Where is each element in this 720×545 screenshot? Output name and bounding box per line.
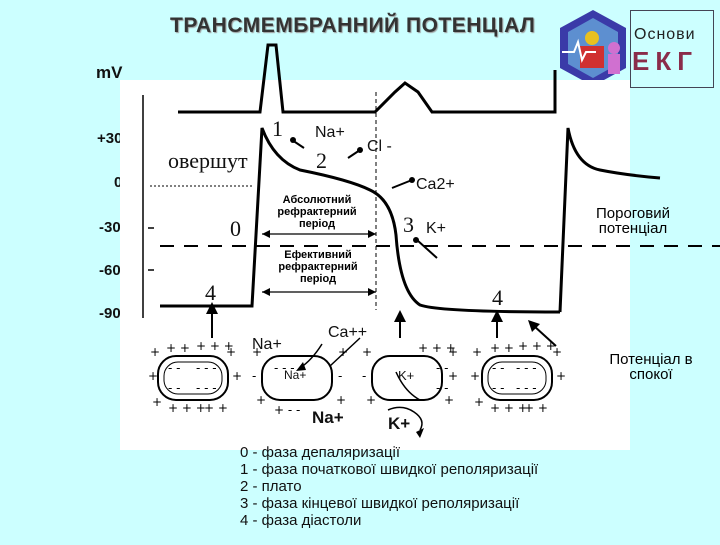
svg-text:+: +: [362, 345, 372, 359]
ion-k-bottom-label: K+: [388, 414, 411, 433]
svg-text:+: +: [336, 393, 346, 407]
svg-text:+ +: + +: [490, 341, 514, 355]
svg-text:-: -: [362, 369, 366, 383]
ion-k-inside-label: K+: [398, 368, 415, 383]
phase-4-label: 4: [205, 280, 216, 305]
svg-text:+: +: [256, 393, 266, 407]
svg-text:+ + +: + + +: [418, 341, 456, 355]
phase-2-label: 2: [316, 148, 327, 173]
resting-potential-label: Потенціал в спокої: [609, 351, 693, 383]
ion-ca-label: Ca2+: [416, 176, 455, 193]
svg-text:+ + +: + + +: [168, 401, 206, 415]
svg-text:+: +: [552, 345, 562, 359]
cell-depolarization: [261, 337, 361, 401]
legend-item: 1 - фаза початкової швидкої реполяризаці…: [240, 461, 539, 478]
svg-text:+: +: [444, 393, 454, 407]
y-tick-label: 0: [114, 174, 123, 191]
legend-item: 0 - фаза депаляризації: [240, 444, 401, 461]
svg-text:+: +: [448, 369, 458, 383]
overshoot-label: овершут: [168, 148, 248, 173]
logo-text-bottom: ЕКГ: [632, 46, 698, 76]
threshold-potential-label: Пороговий потенціал: [595, 205, 671, 237]
svg-text:- -: - -: [168, 361, 180, 375]
diagram-panel: [120, 80, 630, 450]
svg-text:- -: - -: [492, 361, 504, 375]
phase-4-label: 4: [492, 285, 503, 310]
svg-text:+: +: [148, 369, 158, 383]
svg-text:-: -: [252, 369, 256, 383]
ion-ca-cell-label: Ca++: [328, 324, 368, 341]
y-tick-label: +30: [97, 130, 123, 147]
ion-cl-label: Cl -: [367, 138, 392, 155]
action-potential-trace: [160, 127, 561, 314]
svg-text:+ +: + +: [524, 401, 548, 415]
svg-text:+: +: [232, 369, 242, 383]
svg-text:-: -: [338, 369, 342, 383]
page-title: ТРАНСМЕМБРАННИЙ ПОТЕНЦІАЛ: [170, 14, 536, 37]
svg-text:+ +: + +: [166, 341, 190, 355]
svg-text:+ + +: + + +: [518, 339, 556, 353]
svg-text:+: +: [338, 345, 348, 359]
y-axis-unit: mV: [96, 63, 123, 82]
y-tick-label: -30: [99, 219, 121, 236]
svg-text:- - -: - - -: [516, 361, 537, 375]
ion-k-label: K+: [426, 220, 447, 237]
svg-text:+: +: [470, 369, 480, 383]
svg-text:+: +: [226, 345, 236, 359]
action-potential-trace-2: [558, 127, 661, 313]
svg-text:+ + +: + + +: [196, 339, 234, 353]
svg-text:+: +: [556, 369, 566, 383]
y-tick-label: -90: [99, 305, 121, 322]
legend-item: 4 - фаза діастоли: [240, 512, 362, 529]
charge-marks: ++ ++ + ++ ++ ++ + ++ + - -- - - - -- - …: [148, 339, 566, 417]
svg-text:+ +: + +: [204, 401, 228, 415]
logo-text-top: Основи: [634, 26, 696, 43]
legend-item: 2 - плато: [240, 478, 302, 495]
svg-text:+ + +: + + +: [490, 401, 528, 415]
svg-text:+: +: [472, 345, 482, 359]
y-tick-label: -60: [99, 262, 121, 279]
absolute-refractory-label: Абсолютний рефрактерний період: [277, 194, 357, 230]
svg-text:+: +: [448, 345, 458, 359]
svg-text:+: +: [474, 395, 484, 409]
cell-repolarization: [371, 355, 443, 438]
logo: [630, 10, 714, 88]
legend-item: 3 - фаза кінцевої швидкої реполяризації: [240, 495, 520, 512]
svg-text:+ - -: + - -: [274, 403, 300, 417]
svg-text:+: +: [152, 395, 162, 409]
ion-na-label: Na+: [315, 124, 345, 141]
cell-resting-1: [157, 355, 229, 401]
svg-text:+: +: [366, 393, 376, 407]
ion-na-inside-label: Na+: [284, 368, 307, 382]
cell-resting-2: [481, 355, 553, 401]
svg-text:+: +: [252, 345, 262, 359]
ion-na-bottom-label: Na+: [312, 408, 344, 427]
phase-3-label: 3: [403, 212, 414, 237]
svg-text:- - -: - - -: [196, 361, 217, 375]
effective-refractory-label: Ефективний рефрактерний період: [278, 249, 358, 285]
svg-text:- -: - -: [436, 381, 448, 395]
svg-text:- -: - -: [492, 381, 504, 395]
ion-na-cell-label: Na+: [252, 336, 282, 353]
svg-text:+: +: [150, 345, 160, 359]
logo-emblem-icon: [556, 8, 630, 88]
svg-text:- - -: - - -: [274, 361, 295, 375]
phase-1-label: 1: [272, 116, 283, 141]
ecg-trace: [178, 43, 557, 114]
phase-0-label: 0: [230, 216, 241, 241]
svg-text:- - -: - - -: [196, 381, 217, 395]
phase-legend: 0 - фаза депаляризації 1 - фаза початков…: [240, 444, 538, 529]
svg-text:- -: - -: [168, 381, 180, 395]
svg-text:- -: - -: [436, 361, 448, 375]
svg-text:- - -: - - -: [516, 381, 537, 395]
